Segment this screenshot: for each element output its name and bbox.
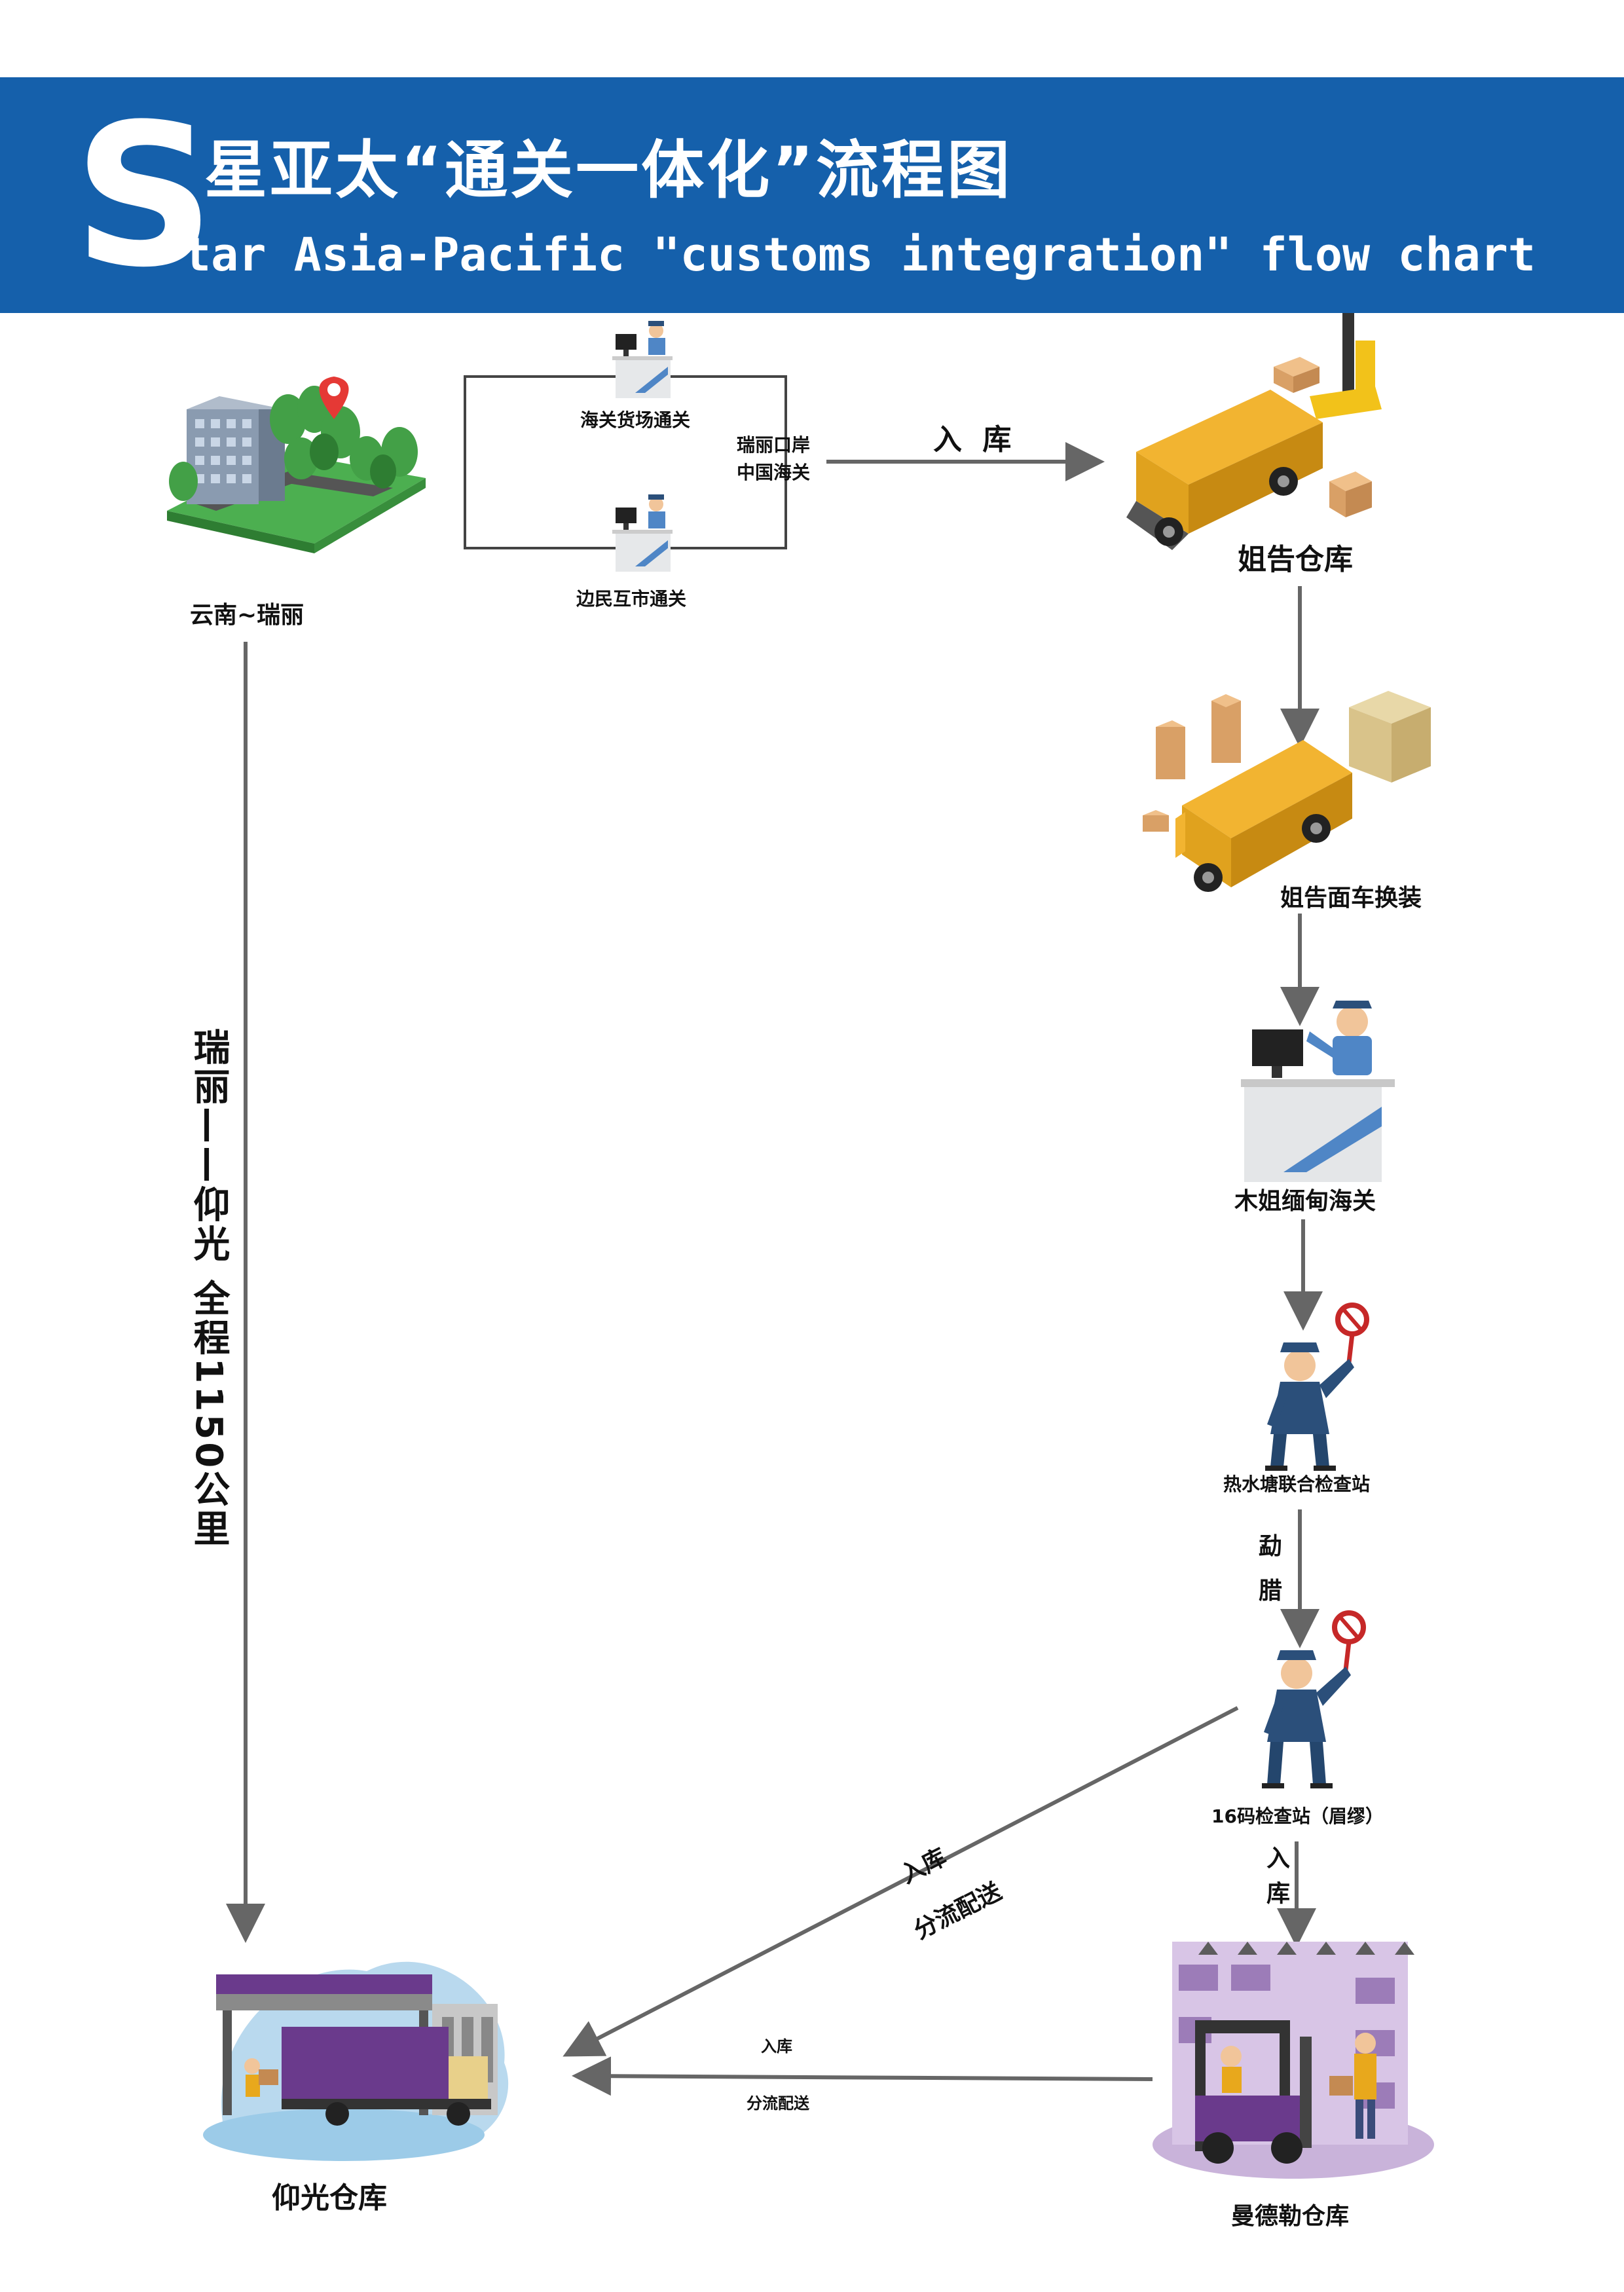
city-map-icon — [167, 377, 426, 553]
edge-lashio-1: 勐 — [1259, 1533, 1283, 1560]
arrow-mandalay-to-yangon — [572, 2056, 1153, 2096]
page-title: 星亚太“通关一体化”流程图 — [204, 134, 1013, 207]
edge-bottom-enter: 入库 — [761, 2037, 792, 2056]
node-china-customs: 中国海关 — [737, 462, 811, 483]
node-customs-yard: 海关货场通关 — [580, 409, 691, 431]
checkpoint-officer-icon-1 — [1265, 1303, 1369, 1471]
arrow-checkpoint-to-yangon — [563, 1706, 1239, 2057]
mandalay-warehouse-icon — [1153, 1942, 1434, 2179]
edge-enter-storage: 入 库 — [933, 423, 1017, 456]
checkpoint-officer-icon-2 — [1262, 1610, 1366, 1788]
title-initial: S — [73, 82, 215, 310]
muse-customs-officer-icon — [1241, 1001, 1395, 1182]
header-banner — [0, 77, 1624, 313]
customs-officer-desk-icon-2 — [612, 494, 673, 572]
yangon-warehouse-icon — [203, 1925, 509, 2161]
node-mandalay-warehouse: 曼德勒仓库 — [1231, 2203, 1350, 2230]
edge-enter-vertical: 入库 — [1263, 1845, 1289, 1916]
node-reshuitang: 热水塘联合检查站 — [1223, 1473, 1371, 1495]
edge-bottom-dispatch: 分流配送 — [747, 2094, 809, 2113]
node-checkpoint-16: 16码检查站（眉缪） — [1211, 1805, 1384, 1827]
node-muse-customs: 木姐缅甸海关 — [1234, 1188, 1376, 1215]
node-yunnan-ruili: 云南~瑞丽 — [190, 602, 304, 629]
node-jiegao-transfer: 姐告面车换装 — [1280, 885, 1422, 912]
node-jiegao-warehouse: 姐告仓库 — [1238, 543, 1353, 576]
node-yangon-warehouse: 仰光仓库 — [272, 2181, 387, 2215]
transfer-truck-icon — [1143, 691, 1431, 892]
page-subtitle: tar Asia-Pacific "customs integration" f… — [183, 228, 1536, 282]
node-ruili-port: 瑞丽口岸 — [737, 434, 811, 456]
customs-officer-desk-icon-1 — [612, 321, 673, 398]
node-border-trade: 边民互市通关 — [576, 588, 687, 610]
warehouse-truck-icon — [1126, 313, 1382, 550]
edge-route-full: 瑞丽——仰光 全程1150公里 — [187, 1028, 230, 1549]
edge-lashio-2: 腊 — [1259, 1578, 1283, 1604]
